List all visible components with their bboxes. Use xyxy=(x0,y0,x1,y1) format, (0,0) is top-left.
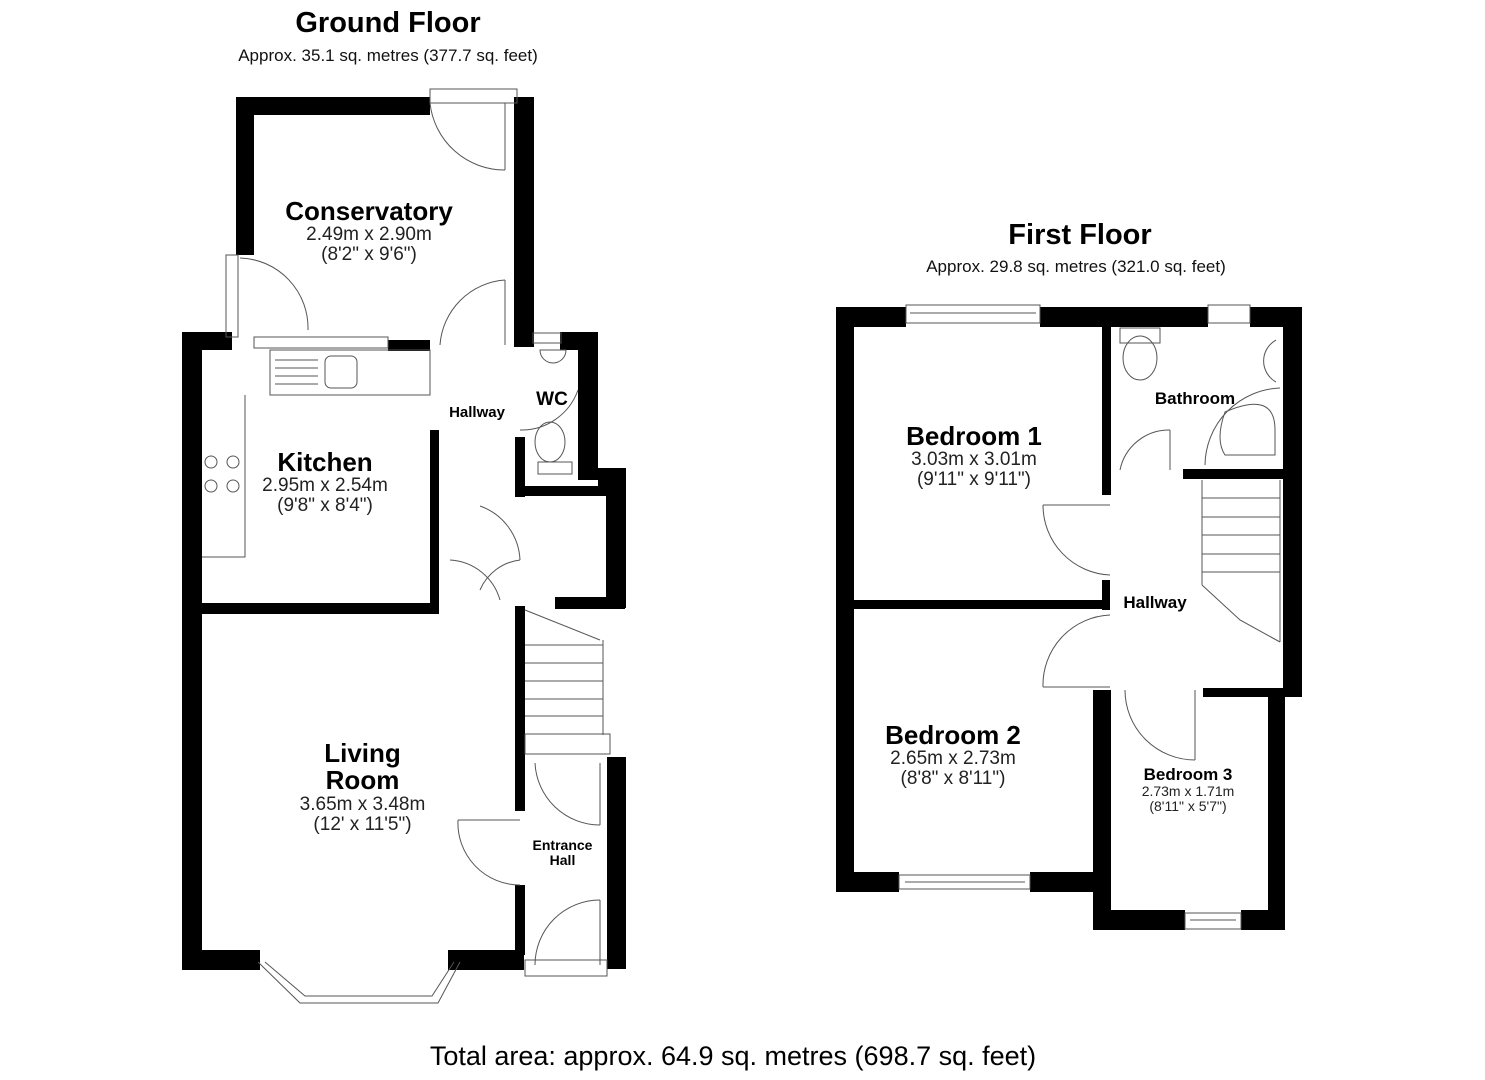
room-dimensions-imperial: (8'8" x 8'11") xyxy=(900,768,1006,790)
first-floor-title: First Floor xyxy=(1008,219,1152,251)
room-kitchen: Kitchen 2.95m x 2.54m (9'8" x 8'4") xyxy=(230,447,420,517)
room-name: Bedroom 3 xyxy=(1143,765,1233,784)
room-name-line1: Entrance xyxy=(532,837,593,853)
room-name: Bedroom 2 xyxy=(885,720,1021,750)
room-name: Bedroom 1 xyxy=(906,421,1042,451)
room-dimensions-imperial: (9'8" x 8'4") xyxy=(277,495,373,517)
room-conservatory: Conservatory 2.49m x 2.90m (8'2" x 9'6") xyxy=(258,196,480,266)
room-bedroom-2: Bedroom 2 2.65m x 2.73m (8'8" x 8'11") xyxy=(858,720,1048,790)
room-bedroom-1: Bedroom 1 3.03m x 3.01m (9'11" x 9'11") xyxy=(878,421,1070,491)
room-entrance-hall: Entrance Hall xyxy=(525,838,600,867)
room-dimensions-imperial: (8'11" x 5'7") xyxy=(1149,797,1227,814)
room-name-line2: Room xyxy=(325,765,400,796)
room-name-line1: Living xyxy=(324,738,401,768)
first-floor-walls xyxy=(836,307,1302,930)
room-dimensions-imperial: (12' x 11'5") xyxy=(313,813,412,835)
room-dimensions-metric: 2.49m x 2.90m xyxy=(306,224,432,246)
room-hallway-ground: Hallway xyxy=(449,404,505,421)
room-dimensions-metric: 2.65m x 2.73m xyxy=(890,748,1016,770)
room-hallway-first: Hallway xyxy=(1123,593,1187,612)
room-dimensions-metric: 3.03m x 3.01m xyxy=(911,449,1037,471)
room-dimensions-metric: 2.95m x 2.54m xyxy=(262,475,388,497)
room-living-room: Living Room 3.65m x 3.48m (12' x 11'5") xyxy=(260,738,465,835)
room-dimensions-metric: 2.73m x 1.71m xyxy=(1141,782,1235,799)
first-floor-fixtures xyxy=(898,304,1281,930)
room-bedroom-3: Bedroom 3 2.73m x 1.71m (8'11" x 5'7") xyxy=(1120,766,1256,813)
total-area: Total area: approx. 64.9 sq. metres (698… xyxy=(429,1041,1037,1071)
room-name: Kitchen xyxy=(277,447,373,477)
ground-floor-fixtures xyxy=(202,88,611,1004)
room-bathroom: Bathroom xyxy=(1154,389,1236,408)
room-dimensions-imperial: (8'2" x 9'6") xyxy=(321,244,417,266)
ground-floor-area: Approx. 35.1 sq. metres (377.7 sq. feet) xyxy=(238,46,538,65)
room-dimensions-imperial: (9'11" x 9'11") xyxy=(916,469,1032,491)
room-name: Conservatory xyxy=(285,196,453,226)
room-dimensions-metric: 3.65m x 3.48m xyxy=(299,793,426,815)
room-name-line2: Hall xyxy=(549,851,576,868)
first-floor-area: Approx. 29.8 sq. metres (321.0 sq. feet) xyxy=(926,257,1226,276)
ground-floor-title: Ground Floor xyxy=(295,7,481,39)
room-wc: WC xyxy=(536,389,568,410)
ground-floor-walls xyxy=(182,97,626,970)
